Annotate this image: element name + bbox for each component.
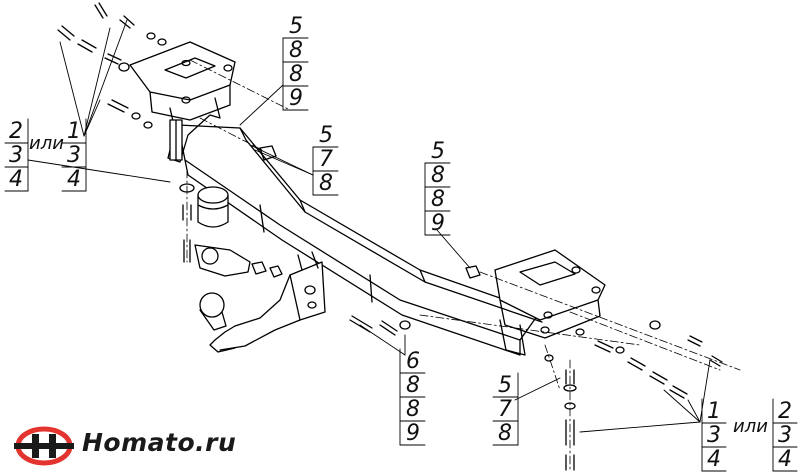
callout-number: 8 [319,171,333,196]
main-number: 1 [67,119,81,144]
main-number: 4 [67,167,81,192]
callout-number: 5 [319,123,333,148]
callout-number: 5 [431,139,445,164]
main-number: 3 [707,423,721,448]
callout-frames [4,37,798,472]
bolt-set-bottom [349,315,577,471]
alt-number: 4 [778,447,792,472]
homato-logo-icon [14,426,74,466]
callout-number: 7 [498,397,512,422]
callout-number: 8 [289,38,303,63]
bolt-set-right [544,320,723,399]
callout-number: 7 [319,147,333,172]
main-number: 4 [707,447,721,472]
alt-number: 3 [9,143,23,168]
main-beam [177,124,543,356]
brand-name: Homato.ru [82,428,237,457]
socket-plate [194,244,251,277]
alt-number: 4 [9,167,23,192]
bolt-set-ball-cap [179,183,195,263]
callout-number: 6 [406,349,420,374]
nut-set [251,145,481,279]
callout-number: 8 [431,163,445,188]
callout-number: 5 [289,14,303,39]
ball-mount [209,251,326,353]
callout-number: 8 [289,62,303,87]
callout-number: 8 [406,397,420,422]
main-number: 3 [67,143,81,168]
or-word: или [29,133,64,154]
alt-number: 3 [778,423,792,448]
callout-number: 9 [431,211,445,236]
callout-number: 8 [406,373,420,398]
leader-lines [27,19,711,433]
tow-ball [199,292,227,331]
ball-cap [197,186,229,228]
center-lines [186,59,741,471]
alt-number: 2 [9,119,23,144]
callout-number: 8 [431,187,445,212]
or-word: или [733,416,768,437]
callout-number: 5 [498,373,512,398]
alt-number: 2 [778,399,792,424]
left-mounting-bracket [129,41,236,163]
callout-number: 9 [289,86,303,111]
main-number: 1 [707,399,721,424]
right-mounting-bracket [494,249,606,356]
callout-number: 9 [406,421,420,446]
callout-number: 8 [498,421,512,446]
